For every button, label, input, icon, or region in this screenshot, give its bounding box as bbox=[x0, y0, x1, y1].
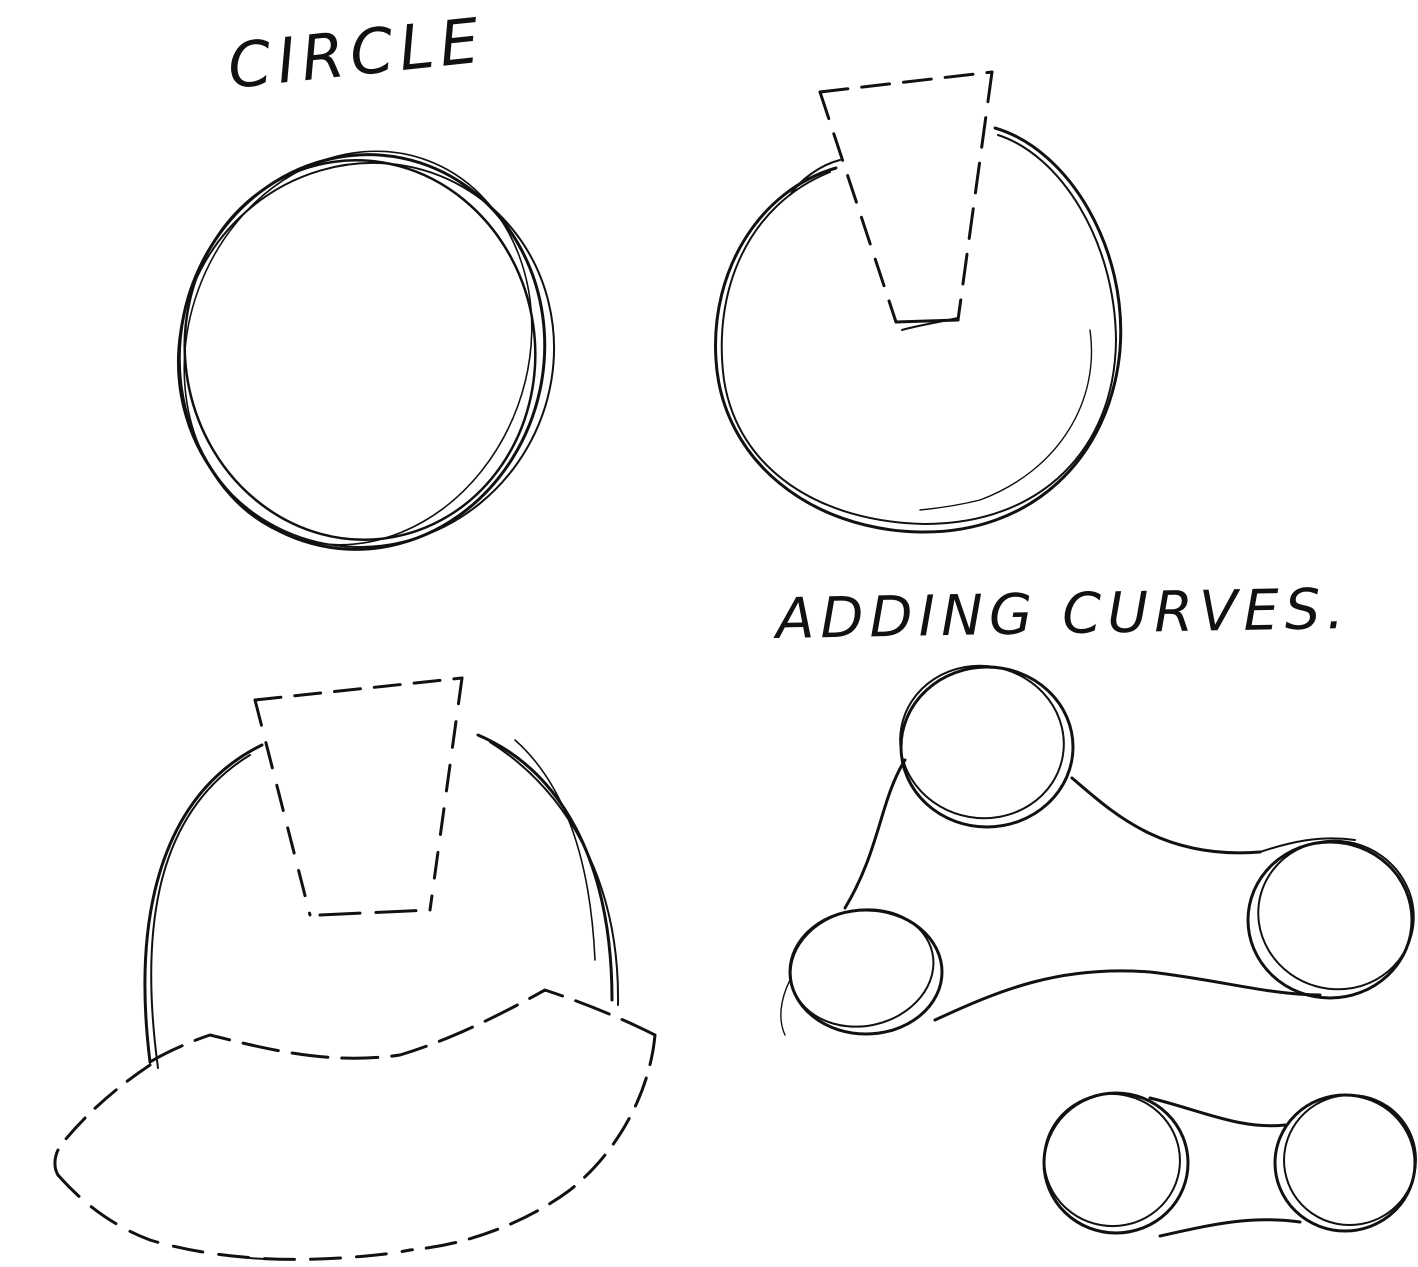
sketched-circle bbox=[108, 94, 624, 616]
arc-with-cut-and-brim bbox=[55, 678, 655, 1259]
three-lobed-curved-shape bbox=[780, 653, 1418, 1040]
two-lobed-curved-shape bbox=[1034, 1083, 1418, 1237]
circle-with-wedge-cut bbox=[716, 72, 1121, 532]
